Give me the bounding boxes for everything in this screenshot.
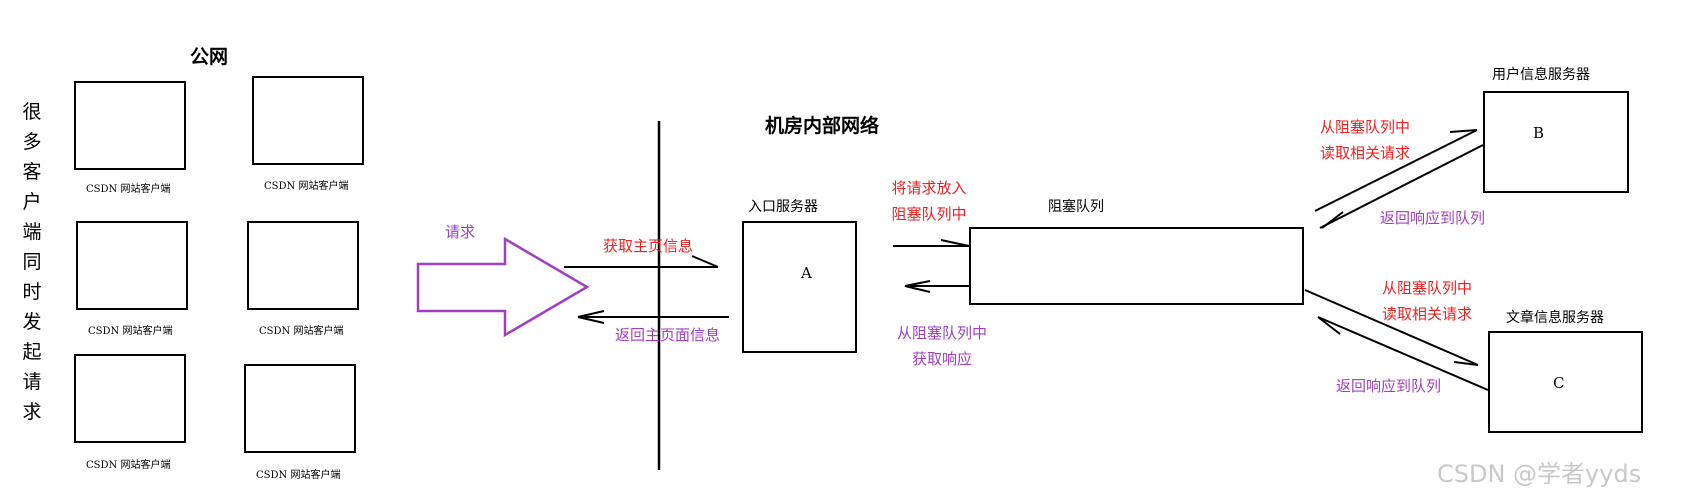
clients-side-label: 很多客户端同时发起请求 [18,97,46,427]
side-label-char: 户 [22,191,42,213]
arrow-return-b [1319,144,1484,229]
arrow-return-home-head [577,310,605,324]
public-net-title: 公网 [190,46,229,68]
side-label-char: 客 [22,161,42,183]
side-label-char: 时 [22,281,42,303]
client-label-5: CSDN 网站客户端 [86,460,171,471]
user-server-node: B [1533,124,1545,142]
client-label-4: CSDN 网站客户端 [259,326,344,337]
msg-return-home: 返回主页面信息 [615,326,721,344]
arrow-return-b-head [1321,211,1344,229]
msg-read-c: 从阻塞队列中读取相关请求 [1381,279,1472,323]
client-label-3: CSDN 网站客户端 [88,326,173,337]
arrow-put-queue-head [940,239,970,247]
arrow-return-c-head [1317,316,1341,335]
side-label-char: 请 [22,371,42,393]
watermark: CSDN @学者yyds [1437,460,1642,488]
arrow-get-home-head [691,255,719,268]
side-label-char: 同 [22,251,42,273]
client-box-5 [74,354,186,443]
request-arrow [416,236,590,338]
side-label-char: 很 [22,101,42,123]
internal-net-title: 机房内部网络 [765,115,880,137]
arrow-read-b [1314,129,1478,212]
arrow-read-b-head [1449,129,1478,133]
msg-read-b: 从阻塞队列中读取相关请求 [1319,118,1410,162]
client-label-1: CSDN 网站客户端 [86,184,171,195]
client-box-6 [244,364,356,453]
arrow-read-c [1304,289,1479,366]
side-label-char: 发 [22,311,42,333]
entry-server-title: 入口服务器 [748,199,818,215]
queue-title: 阻塞队列 [1048,199,1104,215]
article-server-node: C [1553,374,1565,392]
user-server-box [1483,91,1629,193]
queue-box [969,227,1304,305]
msg-get-response: 从阻塞队列中获取响应 [896,324,987,368]
arrow-return-c [1317,316,1489,391]
article-server-title: 文章信息服务器 [1506,310,1604,326]
entry-server-box [742,221,857,353]
msg-return-b: 返回响应到队列 [1380,209,1486,227]
request-label: 请求 [445,223,476,241]
msg-get-home: 获取主页信息 [603,237,694,255]
side-label-char: 起 [22,341,42,363]
client-box-1 [74,81,186,170]
msg-return-c: 返回响应到队列 [1336,377,1442,395]
article-server-box [1488,331,1643,433]
client-label-6: CSDN 网站客户端 [256,470,341,481]
side-label-char: 端 [22,221,42,243]
client-box-3 [76,221,188,310]
entry-server-node: A [801,264,812,282]
side-label-char: 求 [22,401,42,423]
arrow-read-c-head [1453,361,1479,366]
arrow-get-response-head [904,280,931,293]
side-label-char: 多 [22,131,42,153]
user-server-title: 用户信息服务器 [1492,67,1590,83]
client-label-2: CSDN 网站客户端 [264,181,349,192]
client-box-2 [252,76,364,165]
msg-put-queue: 将请求放入阻塞队列中 [891,179,967,223]
client-box-4 [247,221,359,310]
